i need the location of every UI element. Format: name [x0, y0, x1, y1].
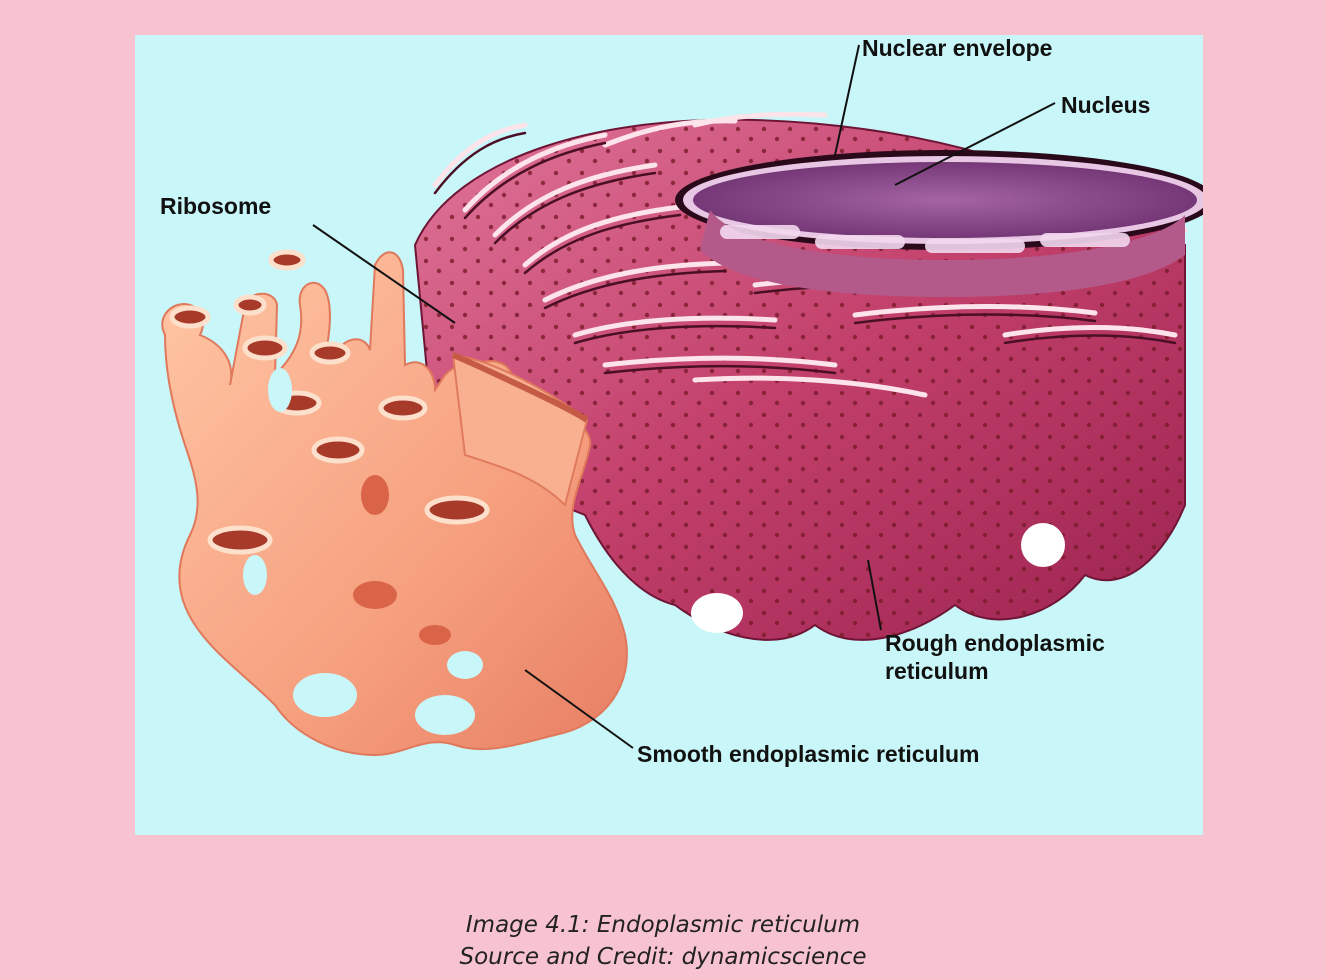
label-nucleus: Nucleus [1061, 92, 1150, 119]
label-ribosome: Ribosome [160, 193, 271, 220]
figure-caption-credit: Source and Credit: dynamicscience [0, 941, 1326, 973]
label-rough-er-line1: Rough endoplasmic [885, 630, 1105, 657]
nucleus [675, 150, 1203, 297]
er-diagram: Nuclear envelope Nucleus Ribosome Rough … [135, 35, 1203, 835]
er-illustration [135, 35, 1203, 835]
figure-caption-title: Image 4.1: Endoplasmic reticulum [0, 909, 1326, 941]
label-rough-er-line2: reticulum [885, 658, 989, 685]
label-smooth-er: Smooth endoplasmic reticulum [637, 741, 980, 768]
label-nuclear-envelope: Nuclear envelope [862, 35, 1052, 62]
